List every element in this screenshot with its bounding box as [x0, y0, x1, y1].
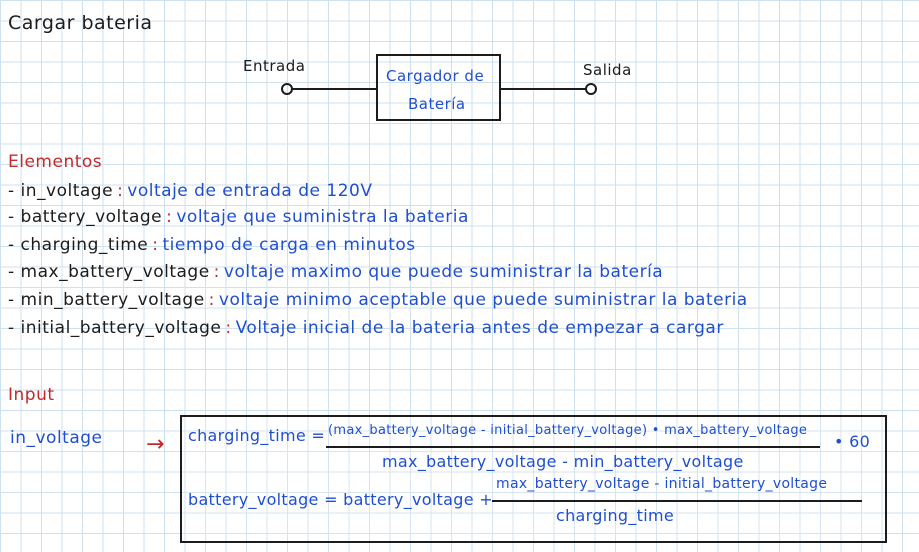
- element-description: voltaje de entrada de 120V: [127, 181, 373, 201]
- formula1-denominator: max_battery_voltage - min_battery_voltag…: [382, 452, 744, 471]
- input-label: Entrada: [243, 57, 306, 75]
- formula2-numerator: max_battery_voltage - initial_battery_vo…: [496, 476, 828, 492]
- formula1-lhs: charging_time =: [188, 426, 326, 445]
- input-terminal: [281, 83, 293, 95]
- element-name-text: charging_time: [20, 235, 149, 255]
- element-name-text: min_battery_voltage: [20, 290, 205, 310]
- element-name: -: [8, 235, 21, 255]
- formula1-multiplier: • 60: [834, 432, 871, 451]
- element-name-text: battery_voltage: [20, 207, 163, 227]
- element-separator: :: [166, 207, 173, 227]
- charger-block: [376, 54, 501, 121]
- input-heading: Input: [8, 385, 55, 405]
- element-name-text: initial_battery_voltage: [20, 318, 222, 338]
- element-separator: :: [117, 181, 124, 201]
- elements-heading: Elementos: [8, 152, 103, 172]
- element-separator: :: [225, 318, 232, 338]
- formula2-denominator: charging_time: [556, 506, 674, 525]
- element-name-text: in_voltage: [20, 181, 114, 201]
- element-item: - min_battery_voltage:voltaje minimo ace…: [8, 290, 748, 310]
- formula-box: [180, 415, 887, 543]
- element-description: Voltaje inicial de la bateria antes de e…: [235, 318, 724, 338]
- element-description: voltaje minimo aceptable que puede sumin…: [218, 290, 748, 310]
- output-label: Salida: [583, 61, 632, 79]
- arrow-icon: →: [146, 432, 165, 457]
- block-diagram: [281, 54, 597, 121]
- formula2-lhs: battery_voltage = battery_voltage +: [188, 490, 493, 509]
- element-separator: :: [152, 235, 159, 255]
- formula1-numerator: (max_battery_voltage - initial_battery_v…: [328, 423, 808, 438]
- element-name-text: max_battery_voltage: [20, 262, 210, 282]
- block-label-line1: Cargador de: [386, 67, 485, 85]
- element-name: -: [8, 181, 21, 201]
- element-item: - max_battery_voltage:voltaje maximo que…: [8, 262, 663, 282]
- element-item: - in_voltage:voltaje de entrada de 120V: [8, 181, 372, 201]
- element-description: voltaje maximo que puede suministrar la …: [223, 262, 664, 282]
- page-title: Cargar bateria: [8, 12, 153, 34]
- element-item: - charging_time:tiempo de carga en minut…: [8, 235, 416, 255]
- element-item: - initial_battery_voltage:Voltaje inicia…: [8, 318, 724, 338]
- element-description: voltaje que suministra la bateria: [176, 207, 469, 227]
- formula2-fraction-bar: [492, 500, 862, 502]
- element-name: -: [8, 207, 21, 227]
- element-name: -: [8, 262, 21, 282]
- element-separator: :: [208, 290, 215, 310]
- block-label-line2: Batería: [408, 95, 466, 113]
- element-separator: :: [213, 262, 220, 282]
- element-description: tiempo de carga en minutos: [162, 235, 416, 255]
- element-item: - battery_voltage:voltaje que suministra…: [8, 207, 469, 227]
- element-name: -: [8, 290, 21, 310]
- output-terminal: [585, 83, 597, 95]
- element-name: -: [8, 318, 21, 338]
- input-variable: in_voltage: [10, 428, 103, 448]
- formula1-fraction-bar: [326, 446, 820, 448]
